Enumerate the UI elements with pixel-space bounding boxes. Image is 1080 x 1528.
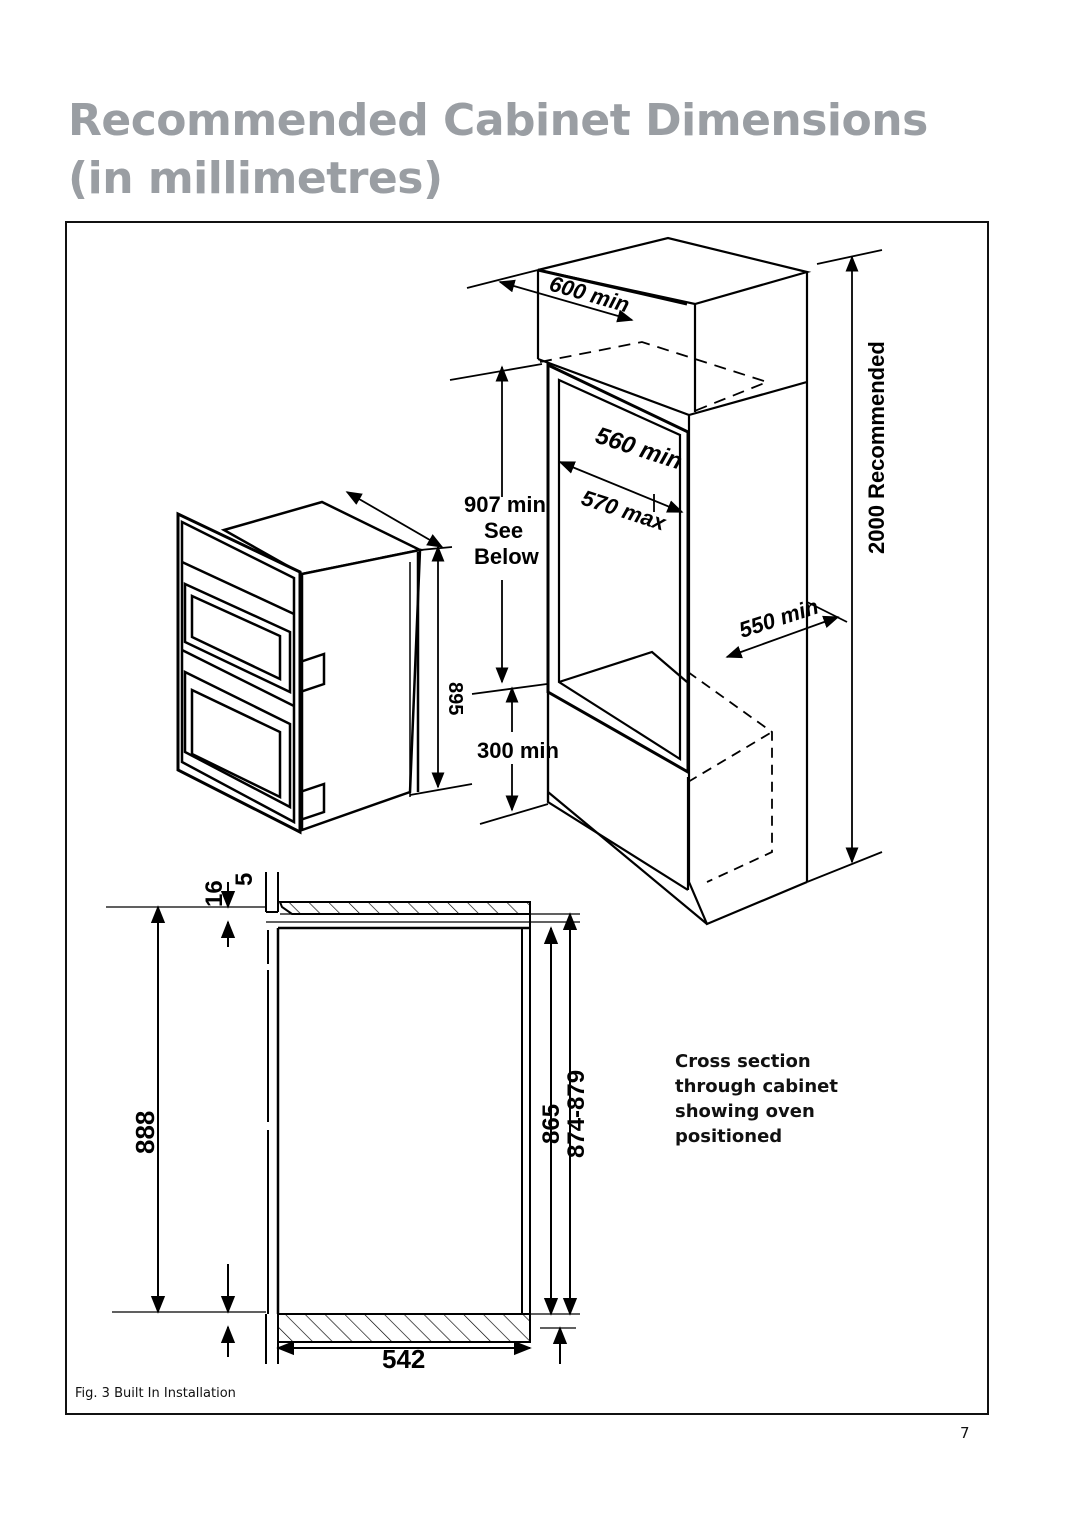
dim-range: 874-879 — [563, 1070, 590, 1158]
note-line-3: showing oven — [675, 1101, 815, 1122]
cross-section-note: Cross section through cabinet showing ov… — [675, 1049, 875, 1149]
dim-depth: 542 — [382, 1344, 425, 1374]
page-number: 7 — [960, 1424, 970, 1442]
dim-top-trim: 5 — [231, 873, 258, 886]
note-line-1: Cross section — [675, 1051, 811, 1072]
dim-top-gap: 16 — [201, 880, 228, 907]
page-title-line-2: (in millimetres) — [68, 153, 443, 204]
dim-overall: 888 — [130, 1111, 160, 1154]
figure-caption: Fig. 3 Built In Installation — [75, 1386, 236, 1401]
figure-frame: 600 min 2000 Recommended 560 min 570 max… — [65, 221, 989, 1415]
dim-inner: 865 — [538, 1104, 565, 1144]
dim-see: See — [484, 518, 523, 543]
dimension-lines-3d — [345, 249, 883, 883]
dim-opening-height: 907 min — [464, 492, 546, 517]
dim-height-recommended: 2000 Recommended — [864, 341, 889, 554]
dim-oven-height: 895 — [444, 682, 466, 715]
page-title-line-1: Recommended Cabinet Dimensions — [68, 95, 928, 146]
oven-unit — [176, 500, 424, 835]
installation-diagram: 600 min 2000 Recommended 560 min 570 max… — [106, 236, 889, 1374]
tall-cabinet — [536, 236, 812, 926]
cross-section — [106, 872, 580, 1364]
dim-plinth-min: 300 min — [477, 738, 559, 763]
dim-below: Below — [474, 544, 540, 569]
page-title: Recommended Cabinet Dimensions (in milli… — [68, 92, 928, 208]
note-line-4: positioned — [675, 1126, 783, 1147]
dim-depth-min: 550 min — [736, 594, 822, 643]
note-line-2: through cabinet — [675, 1076, 838, 1097]
